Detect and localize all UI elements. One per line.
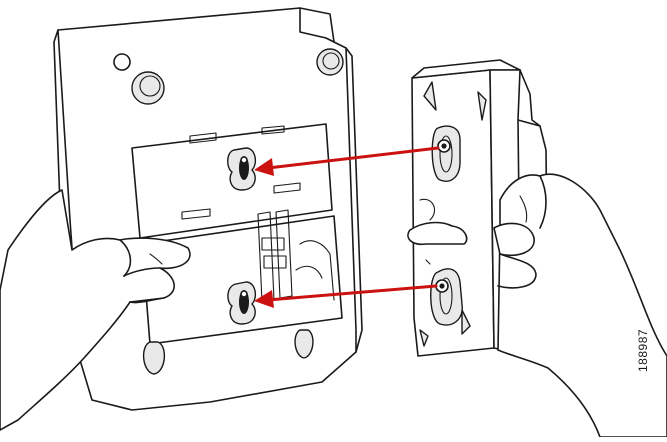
upper-arrow-shaft [266, 146, 440, 170]
upper-alignment-arrow [254, 146, 440, 176]
lower-arrow-head [254, 290, 274, 308]
upper-keyhole-slot [227, 147, 257, 191]
lower-keyhole-slot [227, 281, 257, 325]
left-hand [0, 189, 191, 431]
upper-arrow-head [254, 158, 274, 176]
lower-arrow-shaft [266, 284, 438, 302]
lower-alignment-arrow [254, 284, 438, 308]
phone-base-feet [143, 329, 314, 375]
phone-back-bosses [113, 48, 344, 105]
figure-number-label: 188987 [636, 328, 650, 372]
right-hand [407, 173, 667, 438]
